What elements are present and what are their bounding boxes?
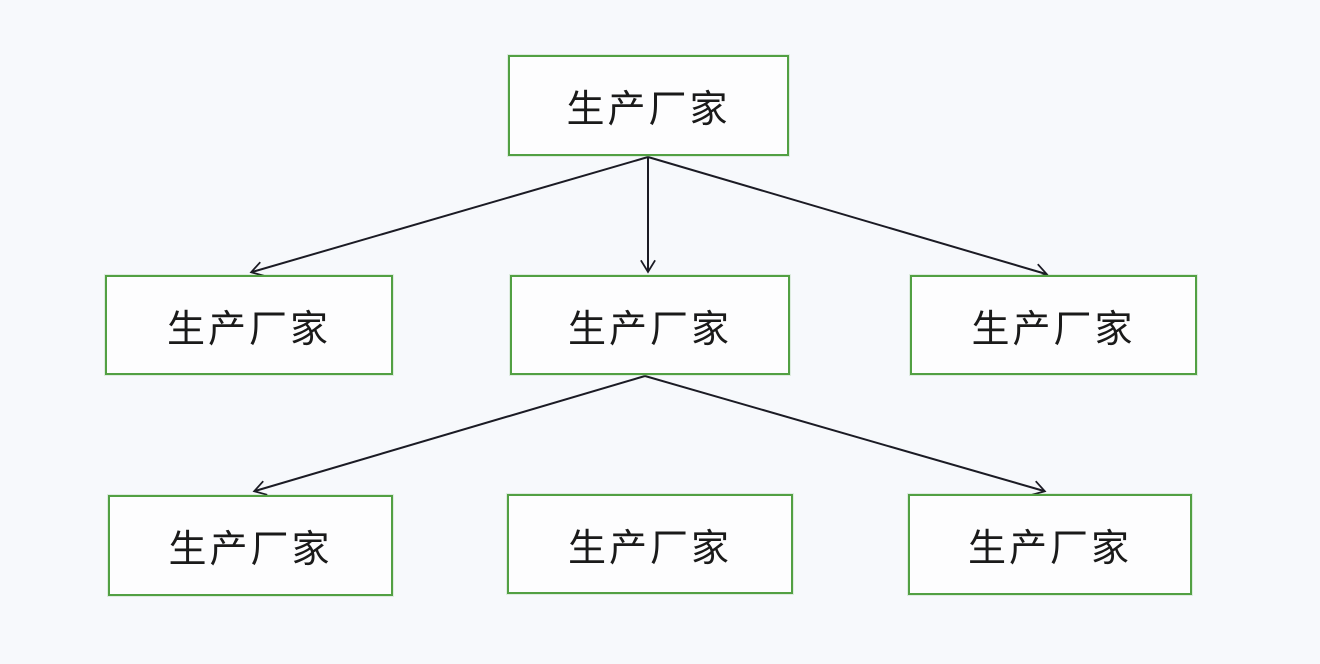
- arrow-top-to-mid-right: [647, 156, 1049, 279]
- node-label: 生产厂家: [971, 306, 1136, 351]
- node-label: 生产厂家: [567, 306, 732, 351]
- node-manufacturer-mid-center: 生产厂家: [510, 275, 790, 375]
- node-label: 生产厂家: [566, 87, 731, 131]
- node-manufacturer-top: 生产厂家: [508, 55, 789, 156]
- node-label: 生产厂家: [166, 306, 331, 351]
- node-manufacturer-bottom-right: 生产厂家: [908, 494, 1192, 595]
- arrow-top-to-mid-left: [249, 156, 649, 277]
- node-label: 生产厂家: [567, 525, 732, 570]
- arrow-mid-center-to-bottom-right: [644, 375, 1047, 496]
- node-manufacturer-mid-left: 生产厂家: [105, 275, 393, 375]
- node-manufacturer-bottom-left: 生产厂家: [108, 495, 393, 596]
- node-manufacturer-mid-right: 生产厂家: [910, 275, 1197, 375]
- arrow-mid-center-to-bottom-left: [252, 375, 646, 496]
- node-manufacturer-bottom-center: 生产厂家: [507, 494, 793, 594]
- node-label: 生产厂家: [168, 527, 333, 571]
- node-label: 生产厂家: [967, 526, 1132, 570]
